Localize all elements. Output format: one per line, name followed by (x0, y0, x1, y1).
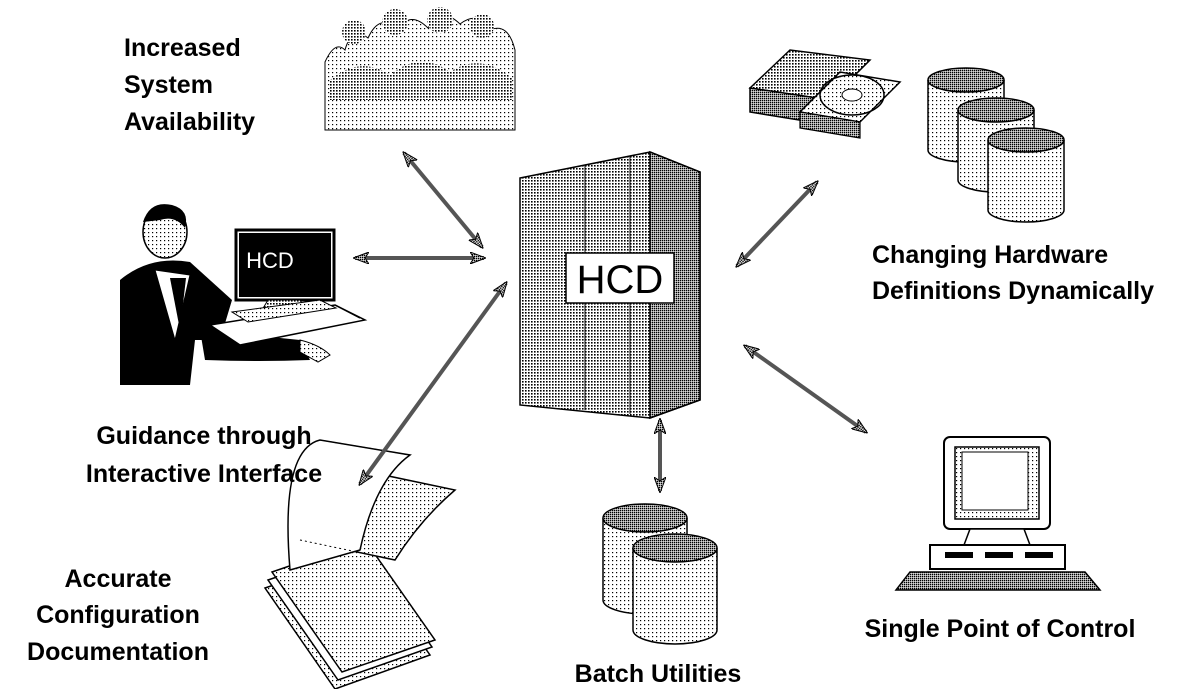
label-increased-system-availability: Increased System Availability (124, 34, 255, 136)
label-accurate-documentation: Accurate Configuration Documentation (27, 565, 209, 666)
pc-workstation-icon (894, 436, 1102, 591)
arrow-single-point (745, 346, 866, 432)
label-single-point-of-control: Single Point of Control (865, 615, 1136, 643)
arrow-system-availability (404, 153, 482, 247)
batch-disks-icon (602, 503, 718, 645)
label-line: Guidance through (96, 422, 311, 450)
label-line: Configuration (36, 601, 200, 629)
label-guidance-interactive: Guidance through Interactive Interface (86, 422, 322, 488)
arrow-documentation (360, 283, 506, 484)
label-line: Definitions Dynamically (872, 277, 1154, 305)
label-line: Availability (124, 108, 255, 136)
connector-arrows (355, 153, 866, 491)
label-line: System (124, 71, 213, 99)
label-changing-hardware: Changing Hardware Definitions Dynamicall… (872, 241, 1154, 305)
center-hcd-label: HCD (577, 258, 664, 302)
label-line: Documentation (27, 638, 209, 666)
label-line: Interactive Interface (86, 460, 322, 488)
label-batch-utilities: Batch Utilities (575, 660, 742, 688)
arrow-changing-hardware (737, 182, 817, 266)
people-group-icon (324, 7, 516, 131)
disk-pack-icon (748, 49, 902, 139)
label-line: Changing Hardware (872, 241, 1108, 269)
dasd-stack-icon (927, 67, 1065, 223)
label-line: Accurate (65, 565, 172, 593)
mainframe-icon (519, 150, 701, 420)
label-line: Increased (124, 34, 241, 62)
person-at-terminal-icon (120, 204, 368, 385)
monitor-screen-text: HCD (246, 248, 294, 273)
